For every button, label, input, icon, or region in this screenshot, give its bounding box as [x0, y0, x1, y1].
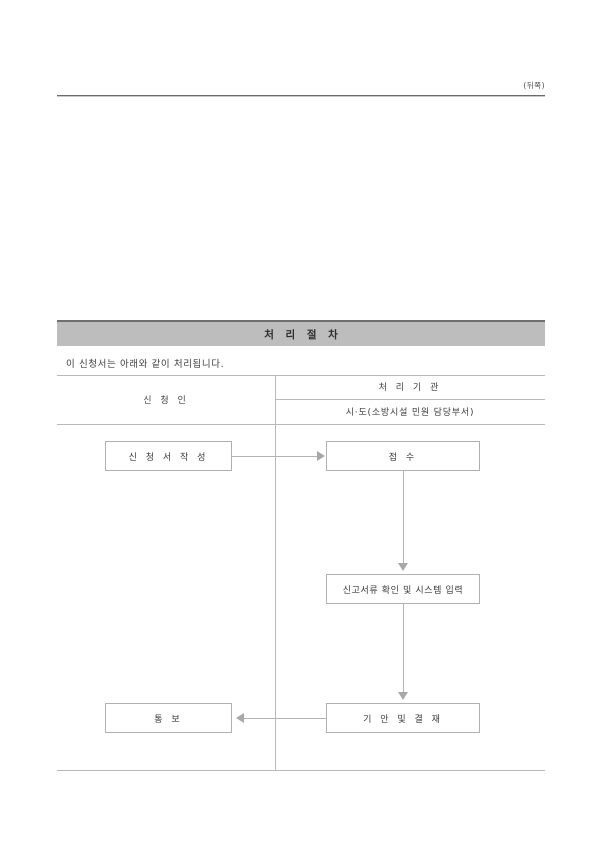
- arrow-down-icon: [398, 692, 408, 700]
- agency-header-divider: [275, 399, 545, 400]
- arrow-down-icon: [398, 563, 408, 571]
- table-header-bottom-border: [57, 424, 545, 425]
- table-top-border: [57, 375, 545, 376]
- page-side-marker: (뒤쪽): [523, 81, 545, 90]
- flow-node-notify: 통 보: [105, 703, 232, 733]
- arrow-left-icon: [236, 713, 244, 723]
- connector-draft-to-notify: [244, 718, 326, 719]
- flow-node-receive: 접 수: [326, 441, 480, 471]
- table-column-divider: [275, 375, 276, 771]
- header-divider-rule: [57, 95, 545, 97]
- section-title-bar: 처 리 절 차: [57, 320, 545, 346]
- column-header-agency-sub: 시·도(소방시설 민원 담당부서): [345, 408, 475, 418]
- section-intro-text: 이 신청서는 아래와 같이 처리됩니다.: [66, 359, 225, 370]
- section-title-text: 처 리 절 차: [264, 328, 342, 341]
- arrow-right-icon: [317, 451, 325, 461]
- column-header-applicant: 신 청 인: [143, 396, 189, 406]
- table-bottom-border: [57, 770, 545, 771]
- connector-check-to-draft: [403, 604, 404, 692]
- flow-node-apply: 신 청 서 작 성: [105, 441, 232, 471]
- flow-node-draft: 기 안 및 결 재: [326, 703, 480, 733]
- flow-node-check: 신고서류 확인 및 시스템 입력: [326, 574, 480, 604]
- connector-apply-to-receive: [232, 456, 317, 457]
- connector-receive-to-check: [403, 471, 404, 563]
- column-header-agency: 처 리 기 관: [378, 383, 442, 393]
- procedure-table: 신 청 인 처 리 기 관 시·도(소방시설 민원 담당부서) 신 청 서 작 …: [57, 375, 545, 771]
